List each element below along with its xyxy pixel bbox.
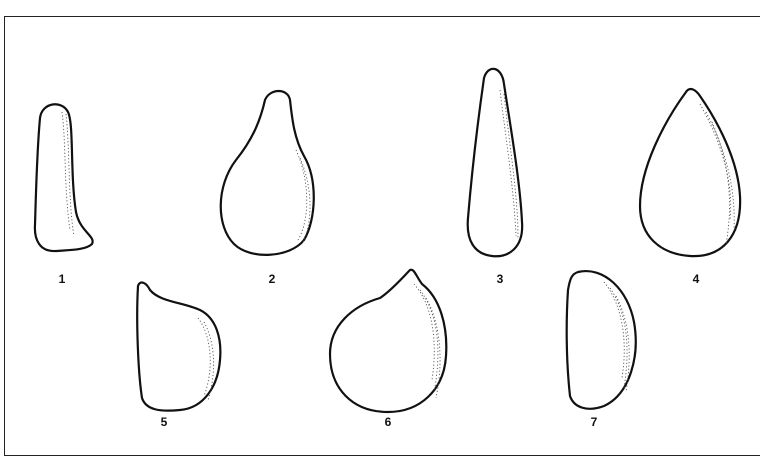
shape-3: 3 [468, 69, 522, 286]
shape-3-label: 3 [497, 272, 504, 286]
shape-6-outline [330, 270, 446, 412]
shape-2-outline [221, 91, 314, 255]
shape-7: 7 [567, 271, 636, 429]
shape-diagram: 1 2 3 4 5 6 [0, 0, 760, 445]
shape-3-outline [468, 69, 522, 256]
shape-5-outline [137, 283, 220, 411]
shape-6-label: 6 [385, 415, 392, 429]
shape-2-label: 2 [269, 272, 276, 286]
figure-page: 1 2 3 4 5 6 [0, 0, 760, 445]
shape-1: 1 [35, 104, 93, 286]
shape-7-label: 7 [591, 415, 598, 429]
shape-1-label: 1 [59, 272, 66, 286]
shape-6: 6 [330, 270, 446, 429]
shape-4-label: 4 [693, 272, 700, 286]
shape-5-label: 5 [161, 415, 168, 429]
shape-7-outline [567, 271, 636, 409]
shape-2: 2 [221, 91, 314, 286]
shape-4-outline [640, 89, 740, 256]
shape-5: 5 [137, 283, 220, 429]
shape-4: 4 [640, 89, 740, 286]
